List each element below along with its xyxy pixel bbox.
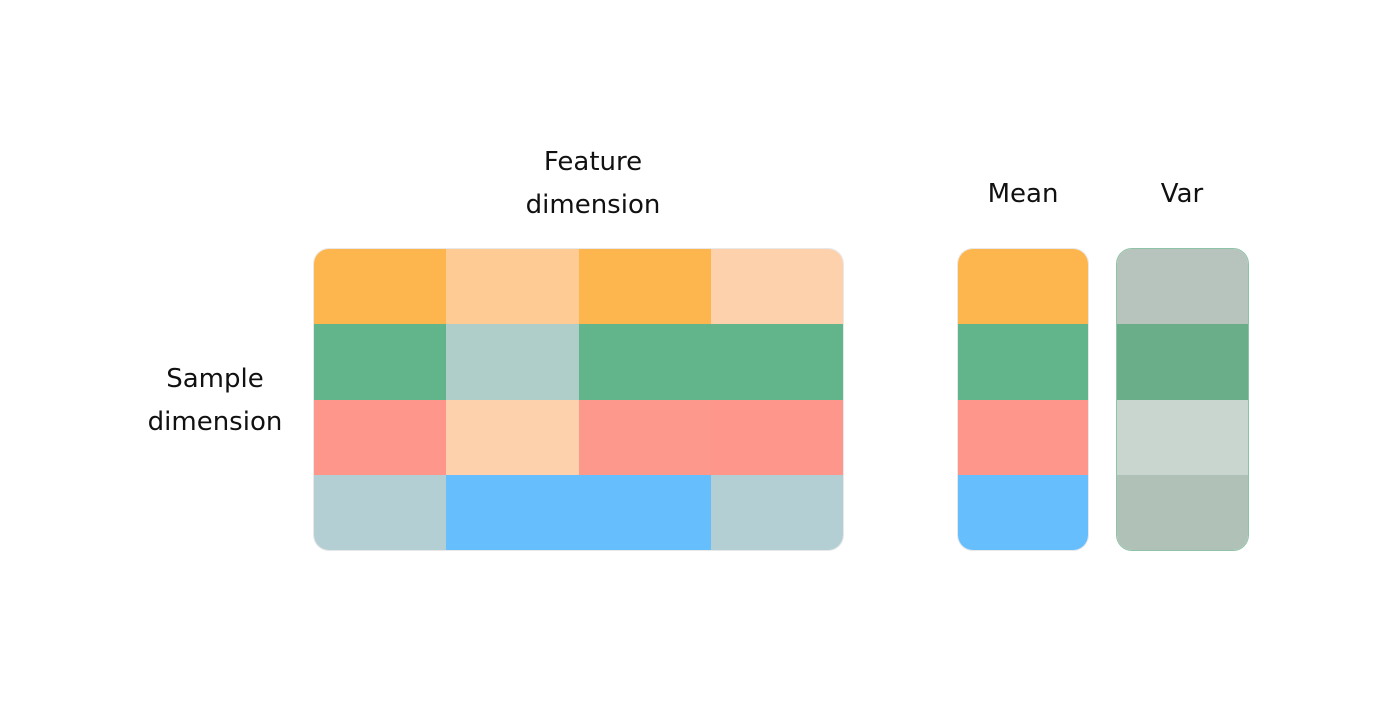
mean-cell-r2 [958,324,1088,400]
matrix-cell-r1-c2 [446,249,579,325]
matrix-cell-r4-c2 [446,474,579,550]
matrix-cell-r3-c2 [446,399,579,475]
matrix-cell-r3-c3 [578,399,711,475]
matrix-cell-r4-c4 [710,474,843,550]
var-cell-r2 [1117,324,1248,400]
matrix-cell-r1-c4 [710,249,843,325]
matrix-cell-r1-c3 [578,249,711,325]
feature-label-line2: dimension [525,190,661,220]
var-column [1116,248,1249,551]
matrix-cell-r4-c3 [578,474,711,550]
mean-cell-r1 [958,249,1088,325]
sample-dimension-label: Sample dimension [130,358,300,444]
mean-label: Mean [987,179,1059,209]
matrix-cell-r2-c4 [710,324,843,400]
feature-label-line1: Feature [543,147,643,177]
sample-label-line2: dimension [147,407,283,437]
var-cell-r4 [1117,474,1248,550]
data-matrix [313,248,844,551]
var-cell-r3 [1117,399,1248,475]
var-cell-r1 [1117,249,1248,325]
matrix-cell-r2-c2 [446,324,579,400]
sample-label-line1: Sample [166,364,264,394]
matrix-cell-r2-c1 [314,324,447,400]
mean-cell-r4 [958,474,1088,550]
matrix-cell-r3-c4 [710,399,843,475]
mean-column [957,248,1089,551]
matrix-cell-r2-c3 [578,324,711,400]
matrix-cell-r3-c1 [314,399,447,475]
feature-dimension-label: Feature dimension [493,141,693,227]
mean-cell-r3 [958,399,1088,475]
matrix-cell-r4-c1 [314,474,447,550]
var-label: Var [1160,179,1204,209]
matrix-cell-r1-c1 [314,249,447,325]
